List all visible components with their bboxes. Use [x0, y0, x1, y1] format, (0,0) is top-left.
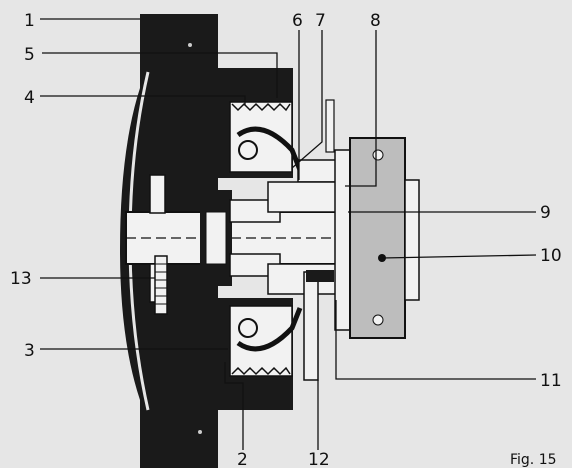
callout-2: 2: [237, 450, 248, 468]
spring-housing-lower: [229, 305, 293, 377]
leader-11: [335, 300, 536, 380]
callout-6: 6: [292, 11, 303, 31]
housing-bolt: [372, 314, 384, 326]
release-lever-upper: [236, 126, 303, 171]
spring-coils-upper: [231, 102, 291, 112]
housing-bolt: [372, 149, 384, 161]
hub-bore: [205, 211, 227, 265]
leader-7: [291, 30, 323, 169]
callout-1: 1: [24, 11, 35, 31]
flywheel-speck: [188, 43, 192, 47]
callout-13: 13: [10, 269, 32, 289]
lever-pivot-upper: [238, 140, 258, 160]
ring-gear: [154, 255, 168, 315]
callout-5: 5: [24, 45, 35, 65]
callout-10: 10: [540, 246, 562, 266]
lever-pivot-lower: [238, 318, 258, 338]
callout-3: 3: [24, 341, 35, 361]
callout-11: 11: [540, 371, 562, 391]
callout-9: 9: [540, 203, 551, 223]
housing-flange: [334, 149, 351, 331]
release-fork: [303, 271, 319, 381]
output-housing: [349, 137, 406, 339]
spring-coils-lower: [231, 366, 291, 376]
release-lever-lower: [236, 307, 303, 352]
leader-10: [381, 254, 537, 259]
leader-2: [224, 362, 244, 450]
upper-stud: [325, 99, 335, 153]
flywheel-speck: [198, 430, 202, 434]
leader-4: [40, 95, 246, 105]
callout-12: 12: [308, 450, 330, 468]
spring-housing-upper: [229, 101, 293, 173]
leader-8: [345, 30, 377, 187]
callout-8: 8: [370, 11, 381, 31]
output-flange: [404, 179, 420, 301]
release-bearing: [297, 159, 341, 183]
shaft-collar-upper: [149, 174, 166, 214]
callout-4: 4: [24, 88, 35, 108]
callout-7: 7: [315, 11, 326, 31]
leader-5: [42, 52, 278, 98]
figure-caption: Fig. 15: [510, 452, 557, 468]
release-fork-tip: [306, 270, 334, 282]
